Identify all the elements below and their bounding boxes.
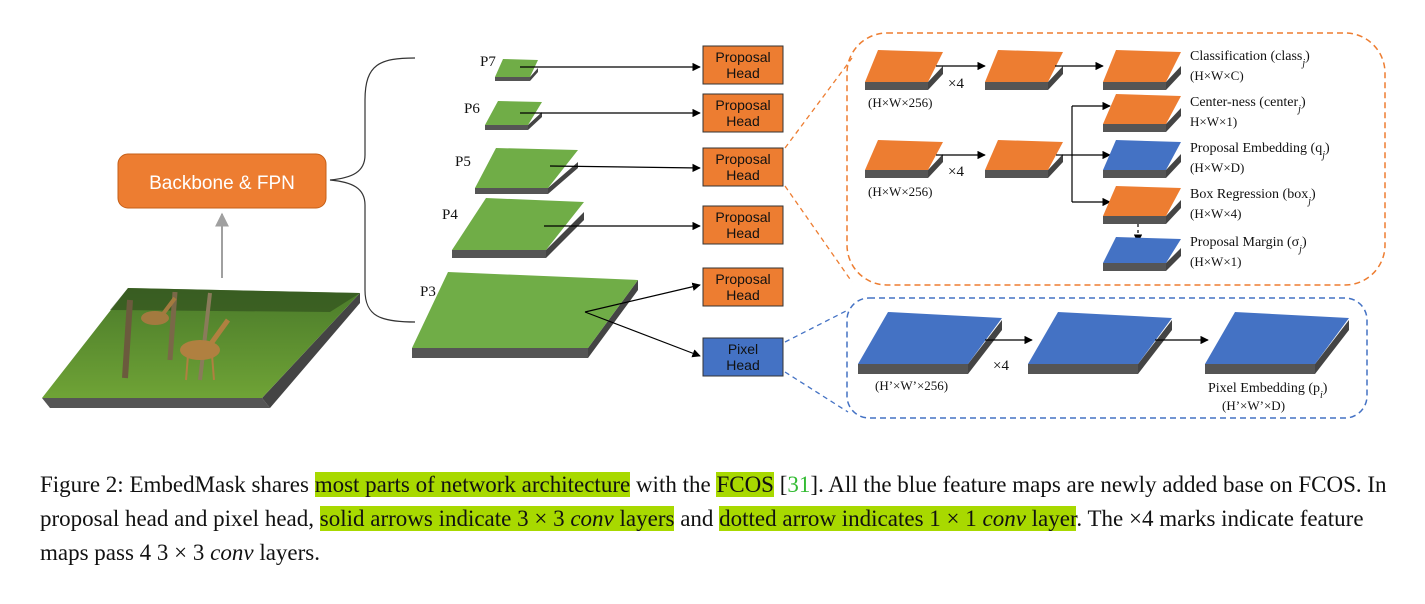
svg-text:Head: Head bbox=[726, 287, 759, 303]
pixel-map-3 bbox=[1205, 312, 1349, 374]
backbone-label: Backbone & FPN bbox=[149, 173, 295, 194]
p7-label: P7 bbox=[480, 54, 496, 70]
feature-map-p6: P6 bbox=[464, 101, 542, 130]
out-margin-title: Proposal Margin (σj) bbox=[1190, 235, 1307, 255]
citation-link[interactable]: 31 bbox=[787, 472, 811, 497]
proposal-head-p7: Proposal Head bbox=[702, 45, 784, 85]
svg-text:Proposal: Proposal bbox=[715, 151, 770, 167]
out-boxreg-title: Box Regression (boxj) bbox=[1190, 187, 1316, 207]
out-centerness-title: Center-ness (centerj) bbox=[1190, 95, 1306, 115]
svg-text:Head: Head bbox=[726, 113, 759, 129]
row2-shape: (H×W×256) bbox=[868, 184, 932, 199]
highlight-solid-arrows: solid arrows indicate 3 × 3 conv layers bbox=[319, 506, 675, 531]
highlight-1: most parts of network architecture bbox=[314, 472, 631, 497]
p3-label: P3 bbox=[420, 284, 436, 300]
svg-text:Proposal: Proposal bbox=[715, 49, 770, 65]
proposal-head-p3: Proposal Head bbox=[702, 267, 784, 307]
svg-text:Pixel: Pixel bbox=[728, 341, 758, 357]
svg-text:Head: Head bbox=[726, 357, 759, 373]
pixel-map-2 bbox=[1028, 312, 1172, 374]
svg-text:Proposal: Proposal bbox=[715, 97, 770, 113]
pixel-head: Pixel Head bbox=[702, 337, 784, 377]
svg-text:Proposal: Proposal bbox=[715, 209, 770, 225]
out-boxreg-shape: (H×W×4) bbox=[1190, 206, 1241, 221]
svg-text:Head: Head bbox=[726, 225, 759, 241]
proposal-head-p6: Proposal Head bbox=[702, 93, 784, 133]
proposal-head-p4: Proposal Head bbox=[702, 205, 784, 245]
prop-row1-map3-classification bbox=[1103, 50, 1181, 90]
out-margin-shape: (H×W×1) bbox=[1190, 254, 1241, 269]
row1-x4: ×4 bbox=[948, 76, 964, 92]
prop-row2-map1 bbox=[865, 140, 943, 178]
svg-text:Head: Head bbox=[726, 167, 759, 183]
out-classification-title: Classification (classj) bbox=[1190, 49, 1310, 69]
prop-row2-map2 bbox=[985, 140, 1063, 178]
highlight-dotted-arrow: dotted arrow indicates 1 × 1 conv layer bbox=[719, 506, 1077, 531]
p5-label: P5 bbox=[455, 154, 471, 170]
out-centerness-shape: H×W×1) bbox=[1190, 114, 1237, 129]
pixel-out-title: Pixel Embedding (pi) bbox=[1208, 381, 1328, 401]
out-classification-shape: (H×W×C) bbox=[1190, 68, 1244, 83]
pixel-x4: ×4 bbox=[993, 358, 1009, 374]
backbone-fpn-box: Backbone & FPN bbox=[117, 153, 327, 209]
svg-text:Proposal: Proposal bbox=[715, 271, 770, 287]
pixel-out-shape: (H’×W’×D) bbox=[1222, 398, 1285, 413]
out-embedding-title: Proposal Embedding (qj) bbox=[1190, 141, 1330, 161]
row1-shape: (H×W×256) bbox=[868, 95, 932, 110]
pixel-map-1 bbox=[858, 312, 1002, 374]
figure-caption: Figure 2: EmbedMask shares most parts of… bbox=[40, 472, 1387, 565]
proposal-head-panel bbox=[846, 32, 1386, 286]
input-image bbox=[42, 288, 360, 408]
proposal-head-p5: Proposal Head bbox=[702, 147, 784, 187]
feature-map-p4: P4 bbox=[442, 198, 584, 258]
prop-embedding-map bbox=[1103, 140, 1181, 178]
p4-label: P4 bbox=[442, 207, 458, 223]
feature-map-p5: P5 bbox=[455, 148, 578, 194]
prop-row1-map2 bbox=[985, 50, 1063, 90]
fpn-brace bbox=[329, 57, 416, 323]
prop-row1-map1 bbox=[865, 50, 943, 90]
out-embedding-shape: (H×W×D) bbox=[1190, 160, 1244, 175]
highlight-fcos: FCOS bbox=[716, 472, 774, 497]
pixel-in-shape: (H’×W’×256) bbox=[875, 378, 948, 393]
prop-centerness-map bbox=[1103, 94, 1181, 132]
prop-boxreg-map bbox=[1103, 186, 1181, 224]
feature-map-p7: P7 bbox=[480, 54, 538, 81]
prop-margin-map bbox=[1103, 237, 1181, 271]
feature-map-p3: P3 bbox=[412, 272, 638, 358]
svg-text:Head: Head bbox=[726, 65, 759, 81]
row2-x4: ×4 bbox=[948, 164, 964, 180]
p6-label: P6 bbox=[464, 101, 480, 117]
architecture-diagram: Backbone & FPN P7 P6 P5 P4 P3 bbox=[42, 32, 1386, 419]
